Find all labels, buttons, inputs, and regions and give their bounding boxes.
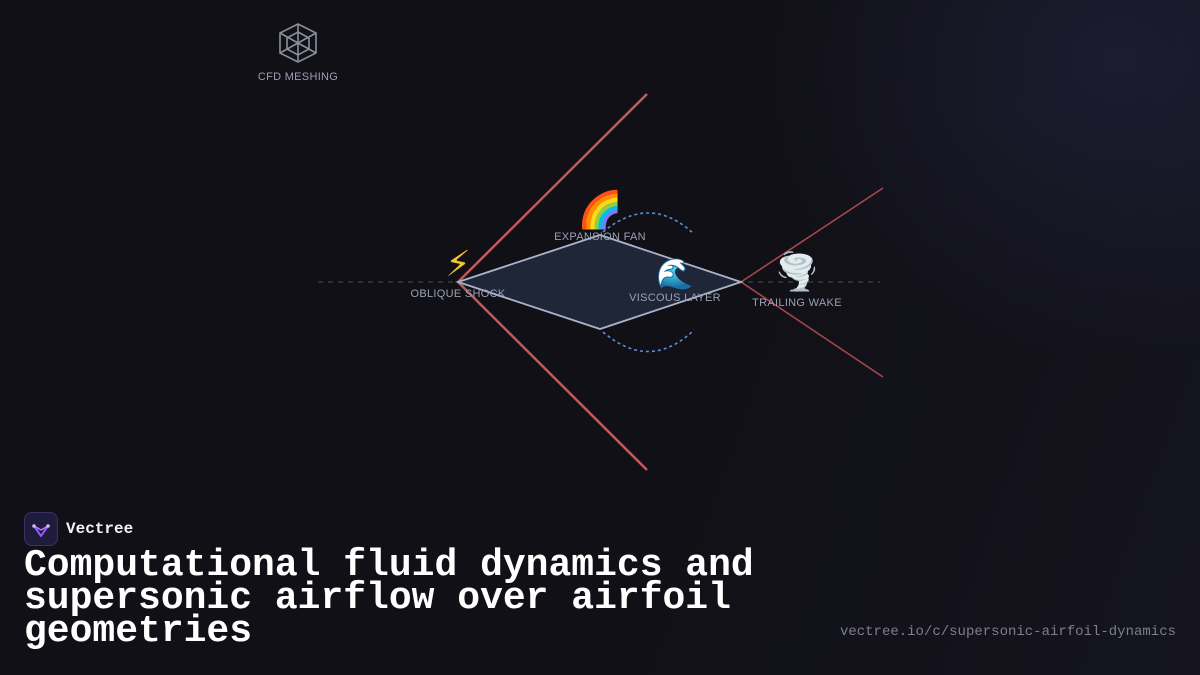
viscous-layer-label: VISCOUS LAYER [629,292,721,304]
spider-web-icon [279,23,317,63]
oblique-shock-label: OBLIQUE SHOCK [411,288,506,300]
upper-expansion-arc [602,212,695,235]
tornado-icon: 🌪️ [775,250,820,293]
brand-name: Vectree [66,520,134,538]
diamond-airfoil [455,234,744,330]
page-title: Computational fluid dynamics and superso… [24,544,754,653]
cfd-meshing-label: CFD MESHING [258,71,338,83]
brand: Vectree [24,512,133,546]
lower-trailing-shock-line [740,281,884,378]
upper-trailing-shock-line [740,187,884,283]
lower-expansion-arc [602,329,695,353]
vectree-logo-icon [24,512,58,546]
rainbow-icon: 🌈 [578,188,623,231]
wave-icon: 🌊 [656,256,693,292]
expansion-fan-label: EXPANSION FAN [554,231,646,243]
upper-oblique-shock-line [457,93,648,283]
lightning-icon: ⚡ [445,244,470,285]
lower-oblique-shock-line [457,281,648,471]
trailing-wake-label: TRAILING WAKE [752,297,842,309]
page-url[interactable]: vectree.io/c/supersonic-airfoil-dynamics [839,624,1176,640]
